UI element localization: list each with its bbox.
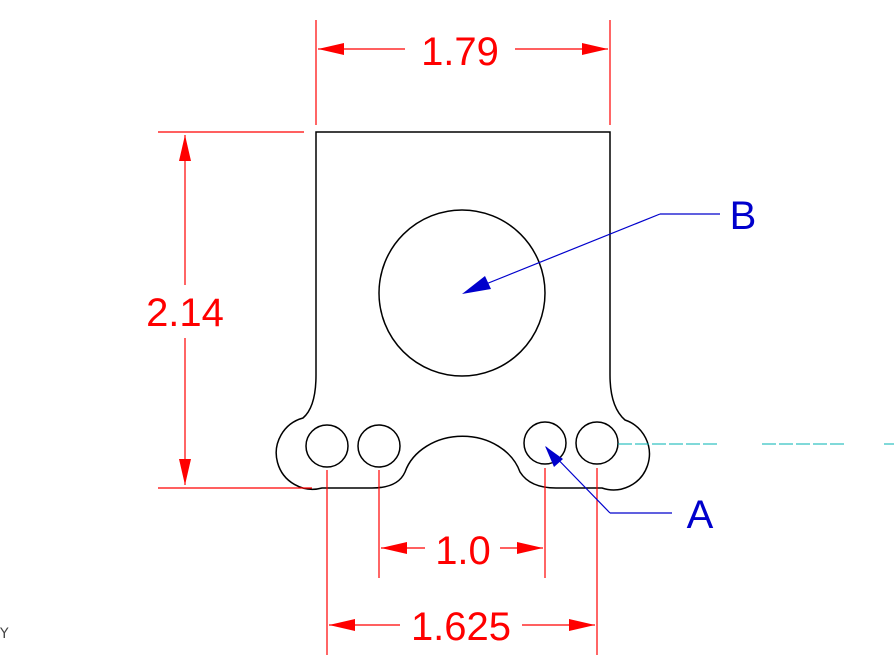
dim-hole-spacing-inner: 1.0 xyxy=(435,529,491,573)
leader-a-arrow xyxy=(545,446,563,467)
arrow-height-bottom xyxy=(179,459,191,485)
small-hole-3 xyxy=(523,421,567,465)
part-outline xyxy=(275,131,651,491)
leader-b-line xyxy=(465,213,661,293)
leader-label-b: B xyxy=(730,194,757,238)
axis-label-y: Y xyxy=(0,626,9,642)
outline-path xyxy=(275,131,651,491)
dimension-lines xyxy=(158,20,611,655)
small-hole-2 xyxy=(357,424,401,468)
leader-labels: B A xyxy=(687,194,757,537)
leader-label-a: A xyxy=(687,493,714,537)
dim-hole-spacing-outer: 1.625 xyxy=(411,605,511,649)
leader-b-arrow xyxy=(462,276,491,294)
large-bore-circle xyxy=(378,209,546,377)
dim-overall-height: 2.14 xyxy=(146,291,224,335)
small-hole-4 xyxy=(575,421,619,465)
arrow-width-left xyxy=(318,43,344,55)
dimension-arrowheads xyxy=(179,43,608,631)
leader-lines xyxy=(465,213,720,514)
arrow-outer-left xyxy=(329,619,355,631)
arrow-outer-right xyxy=(569,619,595,631)
dimension-labels: 1.79 2.14 1.0 1.625 xyxy=(146,30,511,649)
small-hole-1 xyxy=(305,424,349,468)
arrow-inner-right xyxy=(517,542,543,554)
dim-overall-width: 1.79 xyxy=(421,30,499,74)
arrow-inner-left xyxy=(381,542,407,554)
arrow-height-top xyxy=(179,135,191,161)
arrow-width-right xyxy=(582,43,608,55)
leader-arrowheads xyxy=(462,276,563,467)
